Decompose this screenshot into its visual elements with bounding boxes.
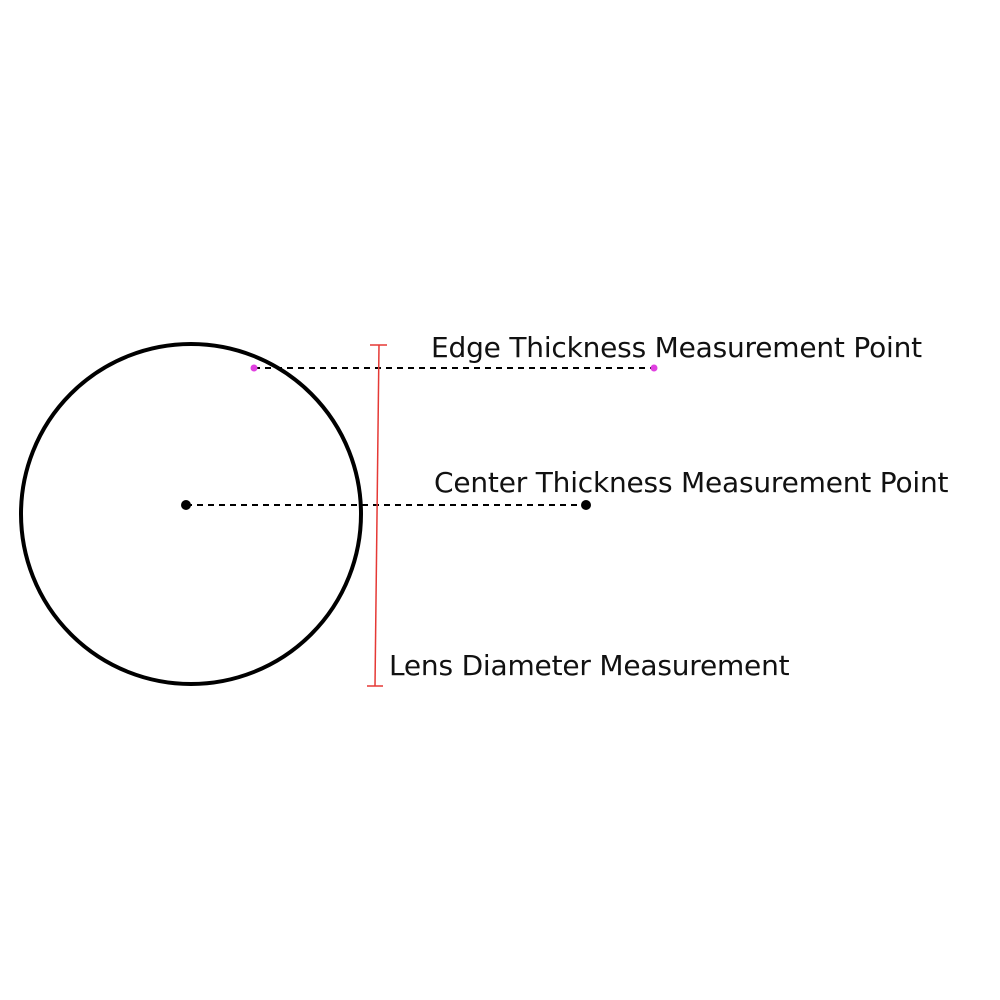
center-label-marker [581,500,591,510]
center-thickness-label: Center Thickness Measurement Point [434,466,949,499]
edge-thickness-label: Edge Thickness Measurement Point [431,331,922,364]
lens-diameter-label: Lens Diameter Measurement [389,649,790,682]
edge-label-marker [650,364,658,372]
center-point-marker [181,500,191,510]
lens-outline [19,342,363,686]
edge-point-marker [250,364,258,372]
diameter-bar [374,344,380,687]
